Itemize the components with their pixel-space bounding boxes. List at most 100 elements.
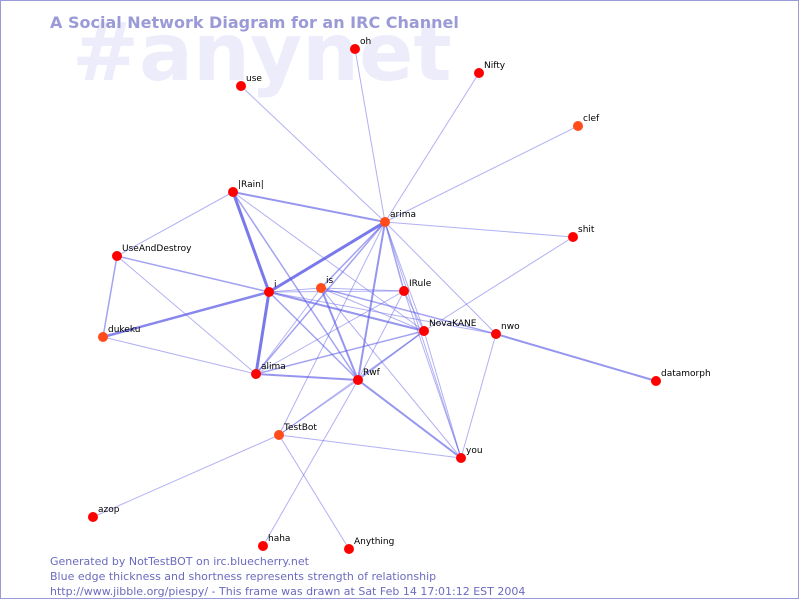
edge-arima-Nifty [384, 72, 480, 223]
edge-i-Rain [231, 190, 271, 294]
node-dot-use [236, 81, 246, 91]
node-label-arima: arima [390, 210, 416, 220]
edge-arima-NovaKANE [384, 221, 425, 332]
node-dot-dukeku [98, 332, 108, 342]
node-label-haha: haha [268, 534, 290, 544]
edge-Rwf-TestBot [278, 379, 359, 436]
edge-i-alima [254, 290, 271, 376]
node-Nifty: Nifty [474, 61, 506, 78]
node-i: i [264, 280, 277, 297]
edge-i-IRule [268, 290, 405, 293]
node-oh: oh [350, 37, 371, 54]
edge-shit-NovaKANE [423, 236, 574, 332]
edge-i-NovaKANE [268, 291, 425, 332]
node-label-shit: shit [578, 225, 595, 235]
edge-alima-is [255, 287, 322, 375]
edge-arima-shit [384, 221, 574, 238]
footer-legend-note: Blue edge thickness and shortness repres… [50, 570, 436, 583]
node-label-dukeku: dukeku [108, 325, 140, 335]
node-label-IRule: IRule [409, 279, 432, 289]
edge-Rain-Rwf [232, 191, 359, 381]
edge-Rain-arima [232, 191, 386, 223]
node-dot-you [456, 453, 466, 463]
node-haha: haha [258, 534, 290, 551]
node-UseAndDestroy: UseAndDestroy [112, 244, 192, 261]
node-dukeku: dukeku [98, 325, 140, 342]
edge-TestBot-Anything [278, 434, 350, 550]
footer-url-timestamp: http://www.jibble.org/piespy/ - This fra… [50, 585, 525, 598]
node-label-NovaKANE: NovaKANE [429, 319, 477, 329]
edge-Rwf-haha [262, 379, 359, 547]
node-dot-Rwf [353, 375, 363, 385]
node-dot-azop [88, 512, 98, 522]
edge-arima-you [384, 221, 462, 459]
edge-arima-clef [384, 125, 579, 223]
edge-IRule-Rwf [357, 290, 405, 381]
node-alima: alima [251, 362, 286, 379]
node-datamorph: datamorph [651, 369, 711, 386]
edge-i-arima [267, 220, 387, 294]
node-dot-TestBot [274, 430, 284, 440]
node-label-clef: clef [583, 114, 600, 124]
edge-Rwf-NovaKANE [357, 330, 425, 381]
diagram-title: A Social Network Diagram for an IRC Chan… [50, 13, 459, 32]
node-NovaKANE: NovaKANE [419, 319, 477, 336]
edge-alima-Rwf [255, 373, 359, 381]
edge-arima-oh [354, 48, 386, 223]
edge-is-IRule [320, 287, 405, 292]
edge-Rwf-you [357, 379, 462, 459]
edge-is-NovaKANE [320, 287, 425, 332]
edge-alima-NovaKANE [255, 330, 425, 375]
node-label-oh: oh [360, 37, 371, 47]
node-label-datamorph: datamorph [661, 369, 711, 379]
edge-arima-TestBot [278, 221, 386, 436]
node-dot-oh [350, 44, 360, 54]
node-dot-Anything [344, 544, 354, 554]
edge-is-Rwf [320, 287, 359, 381]
edge-i-is [268, 287, 322, 293]
node-dot-datamorph [651, 376, 661, 386]
watermark-channel-name: #anynet [72, 6, 452, 99]
node-label-UseAndDestroy: UseAndDestroy [122, 244, 192, 254]
node-dot-alima [251, 369, 261, 379]
edge-i-Rwf [268, 291, 359, 381]
edge-UseAndDestroy-dukeku [102, 255, 118, 338]
node-nwo: nwo [491, 322, 520, 339]
edge-UseAndDestroy-alima [116, 255, 257, 375]
node-label-Anything: Anything [354, 537, 394, 547]
edge-Rain-NovaKANE [232, 191, 425, 332]
node-clef: clef [573, 114, 600, 131]
node-dot-shit [568, 232, 578, 242]
edge-NovaKANE-you [423, 330, 462, 459]
node-Anything: Anything [344, 537, 394, 554]
node-label-Rain: |Rain| [238, 180, 264, 190]
node-label-alima: alima [261, 362, 286, 372]
node-use: use [236, 74, 262, 91]
node-arima: arima [380, 210, 416, 227]
node-IRule: IRule [399, 279, 432, 296]
node-shit: shit [568, 225, 595, 242]
edge-nwo-datamorph [495, 333, 657, 382]
edge-arima-is [320, 221, 386, 289]
node-you: you [456, 446, 483, 463]
edge-is-you [320, 287, 462, 459]
node-label-you: you [466, 446, 483, 456]
edge-IRule-NovaKANE [403, 290, 425, 332]
node-label-azop: azop [98, 505, 120, 515]
node-Rwf: Rwf [353, 368, 381, 385]
footer-generated-by: Generated by NotTestBOT on irc.bluecherr… [50, 555, 310, 568]
edge-NovaKANE-TestBot [278, 330, 425, 436]
node-dot-clef [573, 121, 583, 131]
edge-dukeku-alima [102, 336, 257, 375]
node-dot-NovaKANE [419, 326, 429, 336]
node-dot-IRule [399, 286, 409, 296]
node-label-Rwf: Rwf [363, 368, 381, 378]
node-dot-Nifty [474, 68, 484, 78]
edge-IRule-you [403, 290, 462, 459]
node-azop: azop [88, 505, 120, 522]
edge-TestBot-you [278, 434, 462, 459]
edge-arima-IRule [384, 221, 405, 292]
